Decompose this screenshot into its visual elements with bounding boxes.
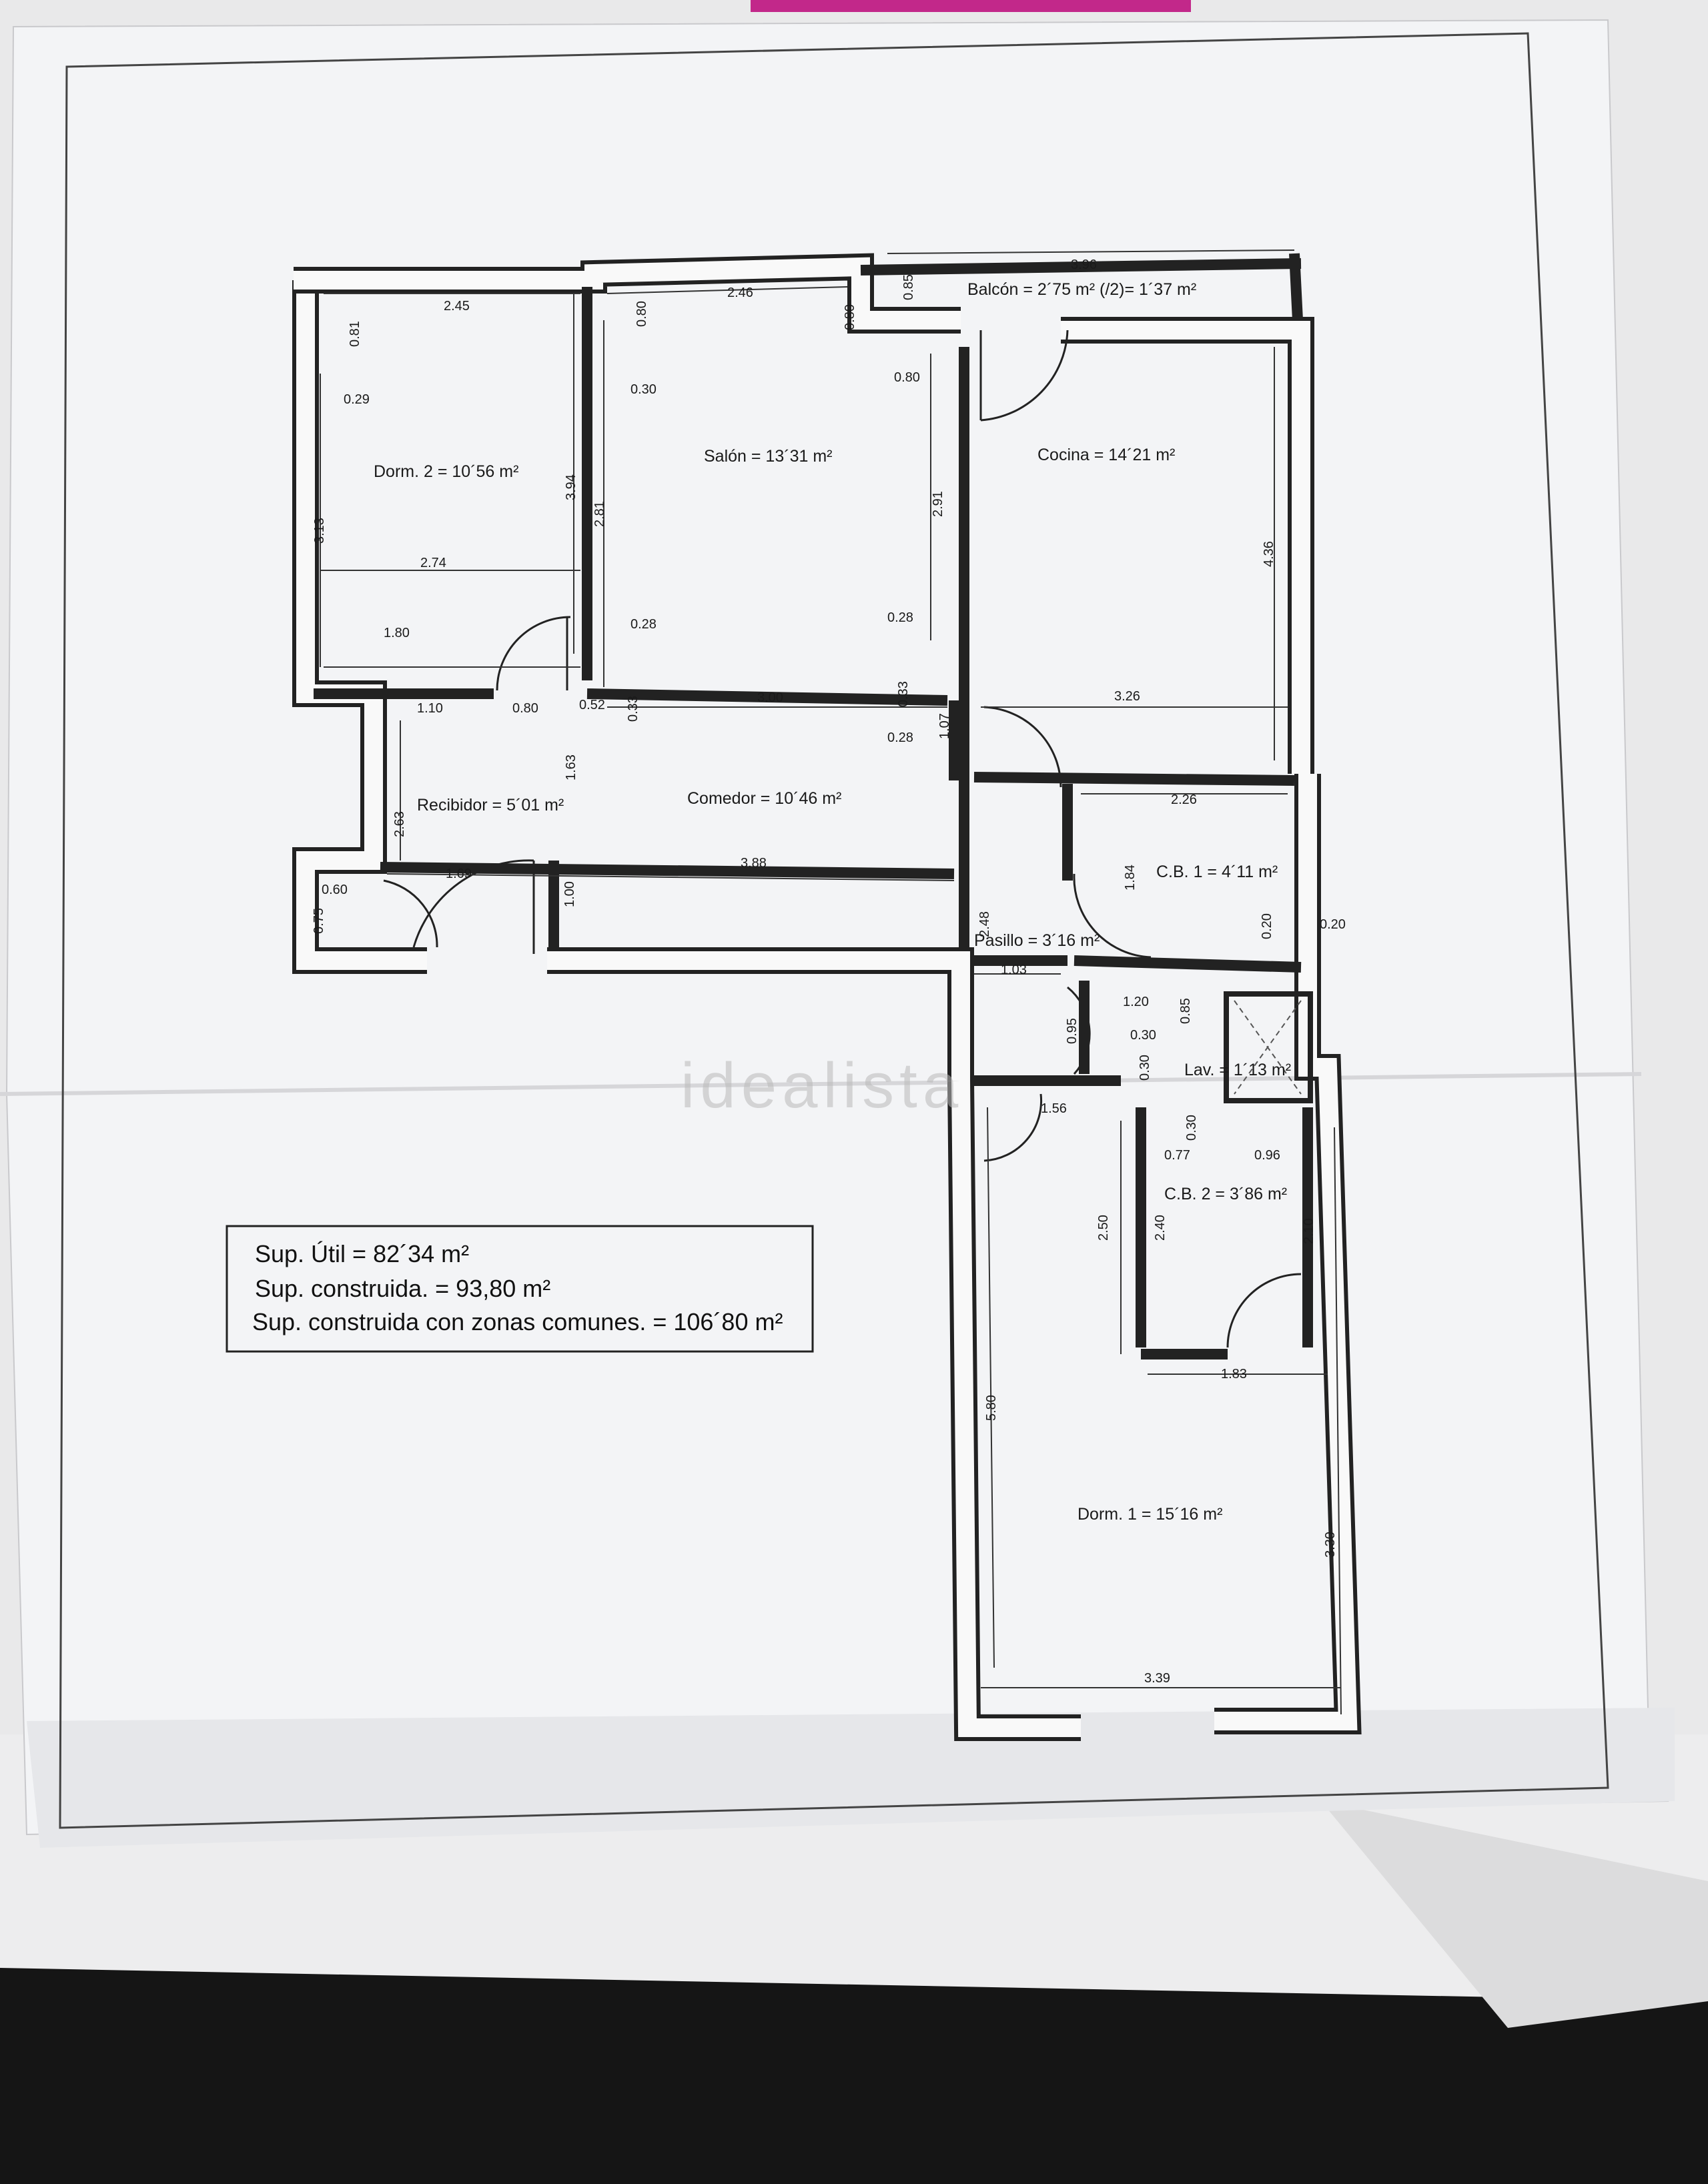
room-label-comedor: Comedor = 10´46 m² [687, 789, 841, 808]
dim-label: 0.30 [630, 382, 657, 397]
dim-label: 0.80 [634, 301, 649, 327]
room-label-pasillo: Pasillo = 3´16 m² [974, 931, 1100, 950]
dim-label: 1.10 [417, 701, 443, 716]
dim-label: 3.13 [312, 518, 327, 544]
dim-label: 2.26 [1171, 792, 1197, 807]
dim-label: 2.91 [931, 491, 945, 517]
room-label-cb1: C.B. 1 = 4´11 m² [1156, 863, 1278, 881]
paper-sheet [5, 19, 1669, 1836]
dim-label: 2.81 [592, 501, 607, 527]
dim-label: 0.77 [1164, 1148, 1190, 1163]
dim-label: 0.75 [312, 908, 326, 934]
room-labels: Dorm. 2 = 10´56 m² Salón = 13´31 m² Coci… [374, 280, 1291, 1524]
dim-label: 1.00 [562, 881, 577, 907]
dim-label: 1.03 [1001, 963, 1027, 977]
paper-fold-shadow [27, 1708, 1675, 1848]
dim-label: 1.07 [937, 713, 952, 739]
room-label-recibidor: Recibidor = 5´01 m² [417, 796, 564, 814]
dim-label: 0.80 [894, 370, 920, 385]
dim-label: 0.28 [630, 617, 657, 632]
legend-box [226, 1225, 814, 1353]
dim-label: 0.33 [896, 681, 911, 707]
dim-label: 0.96 [1254, 1148, 1280, 1163]
dim-label: 3.39 [1144, 1671, 1170, 1686]
room-label-balcon: Balcón = 2´75 m² (/2)= 1´37 m² [967, 280, 1196, 299]
dim-label: 1.20 [1123, 995, 1149, 1009]
room-label-cocina: Cocina = 14´21 m² [1037, 446, 1175, 464]
dim-label: 0.29 [344, 392, 370, 407]
dim-label: 2.74 [420, 556, 446, 570]
dim-label: 2.10 [1302, 1218, 1316, 1244]
floor-shadow [0, 1968, 1708, 2184]
dim-label: 0.28 [887, 730, 913, 745]
dim-label: 4.36 [1262, 541, 1276, 567]
dim-label: 0.80 [512, 701, 538, 716]
surface-legend: Sup. Útil = 82´34 m² Sup. construida. = … [226, 1225, 814, 1353]
dim-label: 2.48 [977, 911, 992, 937]
partitions [314, 253, 1313, 1359]
dim-label: 1.63 [564, 754, 578, 780]
dim-label: 2.63 [392, 811, 407, 837]
dim-label: 2.50 [1096, 1215, 1111, 1241]
lav-shaft [1224, 991, 1313, 1103]
room-label-salon: Salón = 13´31 m² [704, 447, 832, 466]
paper-fold-line [0, 1072, 1642, 1096]
doors [383, 330, 1302, 1348]
dim-label: 3.94 [564, 474, 578, 500]
dim-label: 0.60 [322, 883, 348, 897]
dim-label: 1.84 [1123, 865, 1138, 891]
room-label-dorm1: Dorm. 1 = 15´16 m² [1078, 1505, 1222, 1524]
room-label-dorm2: Dorm. 2 = 10´56 m² [374, 462, 518, 481]
legend-built-area-common: Sup. construida con zonas comunes. = 106… [252, 1308, 783, 1335]
dim-label: 2.46 [727, 286, 753, 300]
room-label-cb2: C.B. 2 = 3´86 m² [1164, 1185, 1287, 1203]
dim-label: 3.00 [757, 690, 783, 705]
dim-label: 0.95 [1065, 1018, 1080, 1044]
dim-label: 2.40 [1153, 1215, 1168, 1241]
top-accent-bar [751, 0, 1191, 12]
dim-label: 0.30 [1184, 1115, 1199, 1141]
walls [292, 253, 1362, 1741]
dim-label: 1.56 [1041, 1101, 1067, 1116]
dim-label: 0.52 [579, 698, 605, 712]
dim-label: 0.81 [348, 321, 362, 347]
legend-built-area: Sup. construida. = 93,80 m² [255, 1275, 550, 1302]
dim-label: 0.80 [843, 304, 857, 330]
dim-label: 2.45 [444, 299, 470, 314]
watermark: idealista [681, 1050, 963, 1121]
room-label-lav: Lav. = 1´13 m² [1184, 1061, 1291, 1079]
dimension-lines [320, 249, 1342, 1715]
dim-label: 0.28 [887, 610, 913, 625]
dim-label: 3.96 [1071, 257, 1097, 272]
dim-label: 1.69 [446, 867, 472, 881]
dim-label: 0.85 [1178, 998, 1193, 1024]
dim-label: 1.80 [384, 626, 410, 640]
dim-label: 0.33 [626, 696, 640, 722]
dim-label: 1.83 [1221, 1367, 1247, 1382]
legend-useful-area: Sup. Útil = 82´34 m² [255, 1240, 469, 1267]
dim-label: 0.85 [901, 274, 916, 300]
drawing-frame [59, 32, 1609, 1829]
dim-label: 0.20 [1260, 913, 1274, 939]
dimension-labels: 2.45 2.46 3.96 0.85 0.80 0.80 0.81 0.29 … [312, 257, 1346, 1686]
dim-label: 0.30 [1138, 1055, 1152, 1081]
dim-label: 0.30 [1130, 1028, 1156, 1043]
dim-label: 0.20 [1320, 917, 1346, 932]
dim-label: 3.26 [1114, 689, 1140, 704]
dim-label: 5.80 [984, 1395, 999, 1421]
dim-label: 3.88 [741, 856, 767, 871]
dim-label: 3.30 [1323, 1532, 1338, 1558]
